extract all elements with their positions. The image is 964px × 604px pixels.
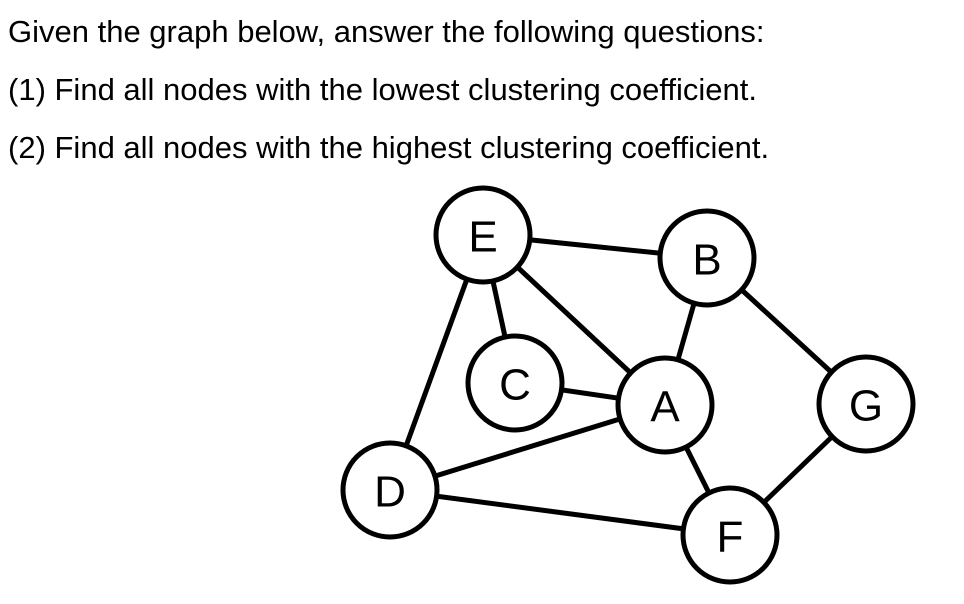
node-label-e: E [468,213,497,262]
question-intro: Given the graph below, answer the follow… [8,14,765,49]
node-f: F [680,485,780,585]
node-label-f: F [717,513,744,562]
node-circle-a [615,355,715,455]
node-circle-f [680,485,780,585]
node-circle-c [465,333,565,433]
node-c: C [465,333,565,433]
question-1: (1) Find all nodes with the lowest clust… [8,72,757,107]
node-d: D [340,440,440,540]
node-b: B [657,208,757,308]
graph-nodes: E B C A G D F [340,185,916,585]
node-label-d: D [374,468,406,517]
node-a: A [615,355,715,455]
node-e: E [433,185,533,285]
node-label-b: B [692,236,721,285]
node-g: G [816,354,916,454]
node-label-g: G [849,382,883,431]
node-circle-e [433,185,533,285]
node-circle-b [657,208,757,308]
node-label-c: C [499,361,531,410]
edge-d-f [387,487,733,538]
question-2: (2) Find all nodes with the highest clus… [8,130,770,165]
node-label-a: A [650,383,680,432]
node-circle-g [816,354,916,454]
node-circle-d [340,440,440,540]
